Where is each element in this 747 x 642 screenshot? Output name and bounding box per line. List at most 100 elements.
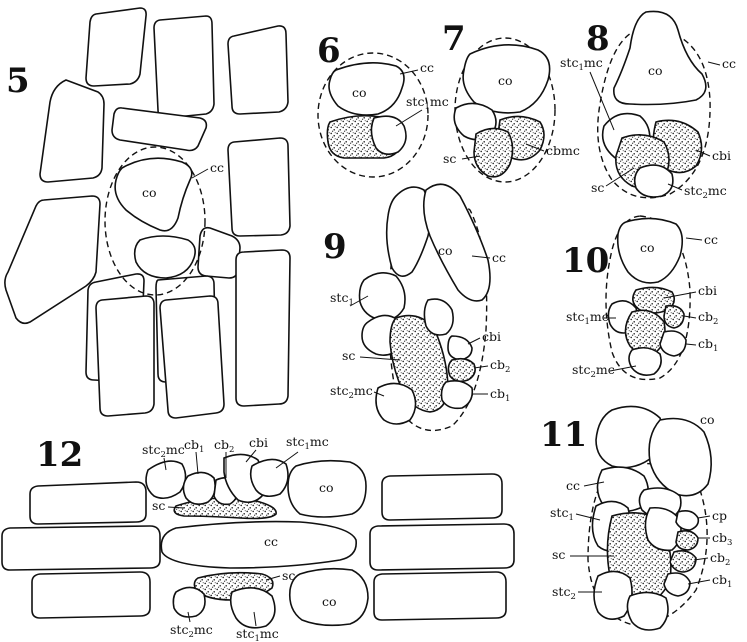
label-stc-part: stc	[330, 383, 348, 398]
label-cc: cc	[210, 160, 224, 175]
sc-cell	[474, 128, 513, 176]
cb1-cell	[442, 381, 473, 408]
cell	[2, 526, 160, 570]
label-subscript: 2	[570, 592, 575, 602]
label-sc: sc	[552, 547, 565, 562]
cb1-cell	[660, 331, 686, 356]
cell	[645, 508, 681, 551]
cb1-cell	[664, 573, 690, 596]
cb2-cell	[664, 306, 684, 328]
label-stc2mc: stc2mc	[684, 183, 727, 201]
label-stc-part: stc	[566, 309, 584, 324]
label-sc: sc	[591, 180, 604, 195]
cc-cell	[161, 522, 356, 568]
label-co: co	[142, 185, 157, 200]
label-co: co	[352, 85, 367, 100]
stc2mc-cell	[635, 165, 673, 197]
label-cbi: cbi	[712, 148, 731, 163]
label-mc-part: mc	[260, 626, 279, 641]
label-cb-part: cb	[490, 357, 505, 372]
cell	[160, 296, 224, 418]
stc2mc-cell	[629, 348, 661, 375]
co-cell	[424, 184, 490, 301]
cell	[135, 236, 195, 278]
label-subscript: 3	[727, 538, 732, 548]
stc1mc-cell	[231, 588, 275, 628]
label-cc: cc	[722, 56, 736, 71]
label-co: co	[648, 63, 663, 78]
label-mc-part: mc	[194, 622, 213, 637]
leader-line	[468, 338, 480, 344]
label-subscript: 1	[348, 298, 353, 308]
label-stc1mc: stc1mc	[566, 309, 609, 327]
label-mc-part: mc	[584, 55, 603, 70]
label-cb-part: cb	[490, 386, 505, 401]
cell	[32, 572, 150, 618]
label-cb-part: cb	[712, 530, 727, 545]
label-subscript: 2	[505, 365, 510, 375]
label-subscript: 2	[713, 317, 718, 327]
label-stc2mc: stc2mc	[142, 442, 185, 460]
label-cc: cc	[264, 534, 278, 549]
label-cb-part: cb	[698, 309, 713, 324]
figure-number-11: 11	[540, 415, 587, 455]
label-stc-part: stc	[236, 626, 254, 641]
figure-11: 11 co cc stc1 cp cb3 sc cb2 cb1 stc2	[540, 406, 732, 630]
stc1mc-cell	[251, 459, 288, 496]
label-cc: cc	[420, 60, 434, 75]
label-stc2: stc2	[552, 584, 576, 602]
label-co: co	[498, 73, 513, 88]
label-stc-part: stc	[286, 434, 304, 449]
label-sc: sc	[152, 498, 165, 513]
label-subscript: 1	[199, 445, 204, 455]
cbi-cell	[448, 336, 472, 360]
label-cb1: cb1	[490, 386, 510, 404]
label-cb1: cb1	[184, 437, 204, 455]
label-cb1: cb1	[712, 572, 732, 590]
co-cell	[614, 11, 706, 104]
stc2-cell	[594, 571, 632, 619]
cell	[236, 250, 290, 406]
label-stc-part: stc	[170, 622, 188, 637]
label-cc: cc	[566, 478, 580, 493]
leader-line	[590, 72, 614, 130]
label-subscript: 2	[725, 558, 730, 568]
leader-line	[396, 110, 422, 126]
cell	[154, 16, 214, 118]
label-cb-part: cb	[712, 572, 727, 587]
figure-7: 7 co sc cbmc	[442, 19, 580, 182]
figure-12: 12 stc2mc cb1 cb2 cbi stc1mc sc	[2, 434, 514, 642]
label-stc1mc: stc1mc	[286, 434, 329, 452]
co-cell	[649, 419, 711, 496]
label-mc-part: mc	[590, 309, 609, 324]
label-stc1mc: stc1mc	[560, 55, 603, 73]
label-cb3: cb3	[712, 530, 732, 548]
label-cc: cc	[492, 250, 506, 265]
label-mc-part: mc	[430, 94, 449, 109]
label-cb-part: cb	[698, 336, 713, 351]
label-stc-part: stc	[406, 94, 424, 109]
cell	[5, 196, 100, 323]
label-stc-part: stc	[684, 183, 702, 198]
label-sc: sc	[282, 568, 295, 583]
label-cb1: cb1	[698, 336, 718, 354]
cell	[382, 474, 502, 520]
label-co: co	[640, 240, 655, 255]
label-stc2mc: stc2mc	[170, 622, 213, 640]
label-stc1: stc1	[550, 505, 574, 523]
cell	[627, 592, 668, 630]
label-mc-part: mc	[310, 434, 329, 449]
label-stc2mc: stc2mc	[330, 383, 373, 401]
label-stc-part: stc	[142, 442, 160, 457]
label-cb-part: cb	[710, 550, 725, 565]
figure-number-6: 6	[317, 31, 341, 71]
label-stc-part: stc	[560, 55, 578, 70]
label-mc-part: mc	[354, 383, 373, 398]
label-subscript: 2	[229, 445, 234, 455]
label-co: co	[700, 412, 715, 427]
label-mc-part: mc	[166, 442, 185, 457]
figure-5: 5 co cc	[5, 8, 290, 418]
figure-9: 10 co cc cbi stc1mc cb2 cb1 stc2mc	[562, 216, 718, 380]
figure-number-10: 9	[323, 227, 347, 267]
